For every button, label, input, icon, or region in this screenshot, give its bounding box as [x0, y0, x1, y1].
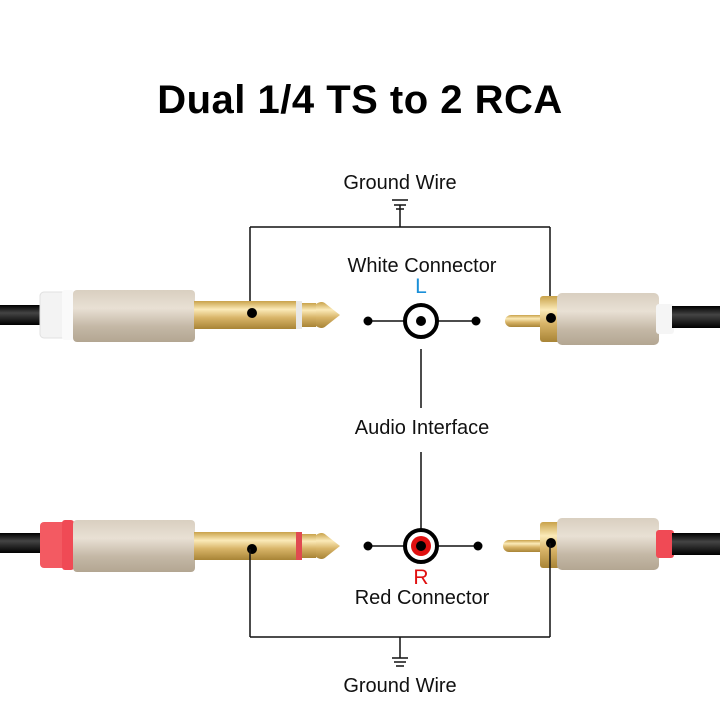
tip-contact-dot — [247, 544, 257, 554]
diagram-title: Dual 1/4 TS to 2 RCA — [157, 78, 563, 122]
ground-wire-bottom-lines — [249, 543, 551, 658]
ground-symbol-top-icon — [392, 199, 408, 210]
rca-contact-dot — [546, 538, 556, 548]
ts-plug-white — [0, 290, 340, 342]
left-channel-label: L — [415, 275, 427, 298]
rca-plug-white — [505, 293, 720, 345]
red-connector-jack-icon — [363, 528, 483, 564]
ground-symbol-bottom-icon — [392, 657, 408, 667]
rca-contact-dot — [546, 313, 556, 323]
rca-plug-red — [503, 518, 720, 570]
ts-plug-red — [0, 520, 340, 572]
tip-contact-dot — [247, 308, 257, 318]
right-channel-label: R — [413, 566, 429, 589]
ground-wire-top-label: Ground Wire — [343, 172, 457, 194]
white-connector-label: White Connector — [347, 255, 497, 277]
audio-interface-label: Audio Interface — [354, 417, 490, 439]
ground-wire-bottom-label: Ground Wire — [343, 675, 457, 697]
red-connector-label: Red Connector — [354, 587, 490, 609]
white-connector-jack-icon — [363, 303, 481, 408]
